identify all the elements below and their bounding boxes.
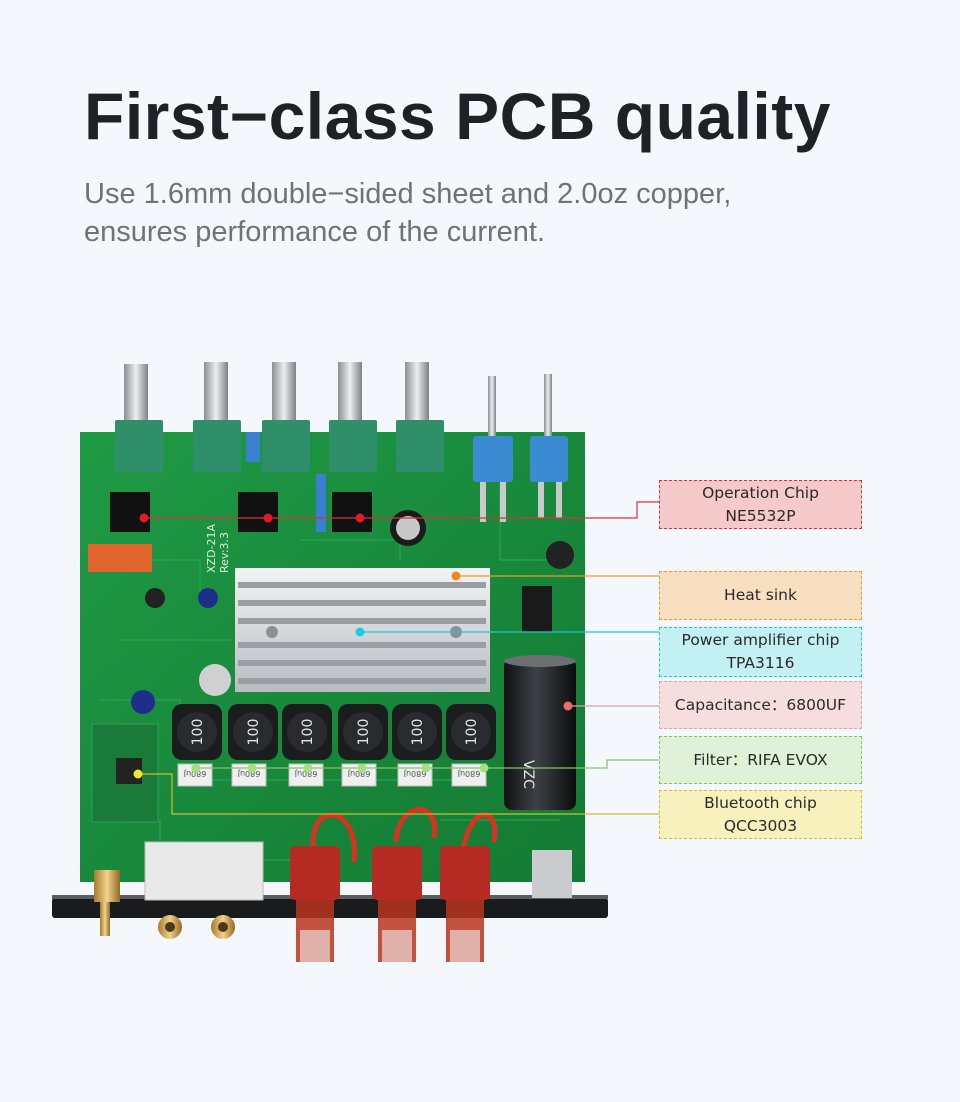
operation-chip-marker-dot <box>355 513 365 523</box>
antenna-connector <box>94 870 120 902</box>
power-amplifier-chip-marker-dot <box>355 627 365 637</box>
callout-heat-sink-line-1: Heat sink <box>724 586 797 604</box>
pot-4 <box>329 362 377 472</box>
inductor-5: 100 <box>392 704 442 760</box>
callout-filter-line-1: Filter：RIFA EVOX <box>693 750 828 769</box>
callout-heat-sink: Heat sink <box>659 571 862 620</box>
potentiometers <box>115 362 444 472</box>
filter-capacitor-2: 680uJ <box>231 763 267 787</box>
callout-capacitance-line-1: Capacitance：6800UF <box>674 695 847 714</box>
inductor-1: 100 <box>172 704 222 760</box>
callout-power-amplifier-chip-line-2: TPA3116 <box>726 654 795 672</box>
bluetooth-chip-marker-dot <box>133 769 143 779</box>
filter-capacitor-4: 680uJ <box>341 763 377 787</box>
inductor-marking: 100 <box>410 719 426 746</box>
operation-chip-marker-dot <box>263 513 273 523</box>
bluetooth-chip-leader-line <box>138 773 659 815</box>
callout-lines <box>133 501 659 815</box>
inductor-2: 100 <box>228 704 278 760</box>
filter-marker-dot <box>421 763 431 773</box>
filter-capacitors: 680uJ 680uJ 680uJ 680uJ 680uJ 680uJ <box>177 763 487 787</box>
speaker-terminals <box>290 846 490 962</box>
callout-power-amplifier-chip-line-1: Power amplifier chip <box>681 631 840 649</box>
callout-capacitance: Capacitance：6800UF <box>659 681 862 729</box>
inductor-marking: 100 <box>300 719 316 746</box>
callout-bluetooth-chip-line-1: Bluetooth chip <box>704 793 817 812</box>
filter-cap-marking: 680uJ <box>404 769 427 778</box>
speaker-wires <box>310 807 498 863</box>
filter-capacitor-6: 680uJ <box>451 763 487 787</box>
white-connector <box>144 841 264 901</box>
main-capacitor: VZC <box>504 655 576 810</box>
inductor-marking: 100 <box>464 719 480 746</box>
op-amp-ic-3 <box>332 492 372 532</box>
inductor-3: 100 <box>282 704 332 760</box>
inductor-4: 100 <box>338 704 388 760</box>
filter-cap-marking: 680uJ <box>295 769 318 778</box>
filter-cap-marking: 680uJ <box>238 769 261 778</box>
board-model: XZD-21A <box>205 523 218 573</box>
inductor-marking: 100 <box>356 719 372 746</box>
subtitle-line-2: ensures performance of the current. <box>84 216 546 248</box>
page-title: First−class PCB quality <box>84 79 831 153</box>
toggle-switches <box>473 374 568 522</box>
inductor-marking: 100 <box>190 719 206 746</box>
filter-marker-dot <box>303 763 313 773</box>
callout-bluetooth-chip-line-2: QCC3003 <box>723 816 798 835</box>
operation-chip-leader-line <box>144 501 659 519</box>
pot-5 <box>396 362 444 472</box>
callout-filter: Filter：RIFA EVOX <box>659 736 862 784</box>
capacitance-marker-dot <box>563 701 573 711</box>
callout-operation-chip-line-1: Operation Chip <box>702 483 819 502</box>
filter-marker-dot <box>247 763 257 773</box>
inductor-6: 100 <box>446 704 496 760</box>
inductors: 100 100 100 100 100 100 <box>172 704 496 760</box>
filter-capacitor-3: 680uJ <box>288 763 324 787</box>
pot-2 <box>193 362 241 472</box>
filter-cap-marking: 680uJ <box>184 769 207 778</box>
board-revision: Rev:3.3 <box>218 532 231 573</box>
subtitle-line-1: Use 1.6mm double−sided sheet and 2.0oz c… <box>84 178 732 210</box>
filter-marker-dot <box>357 763 367 773</box>
operation-chip-marker-dot <box>139 513 149 523</box>
filter-cap-marking: 680uJ <box>348 769 371 778</box>
power-jack <box>532 850 572 898</box>
pot-1 <box>115 364 163 472</box>
filter-marker-dot <box>191 763 201 773</box>
capacitor-marking: VZC <box>520 760 536 789</box>
op-amp-ic-2 <box>238 492 278 532</box>
filter-leader-line <box>196 759 659 769</box>
op-amp-ic-1 <box>110 492 150 532</box>
filter-cap-marking: 680uJ <box>458 769 481 778</box>
callout-operation-chip-line-2: NE5532P <box>725 506 796 525</box>
filter-marker-dot <box>479 763 489 773</box>
inductor-marking: 100 <box>246 719 262 746</box>
heat-sink-marker-dot <box>451 571 461 581</box>
pot-3 <box>262 362 310 472</box>
